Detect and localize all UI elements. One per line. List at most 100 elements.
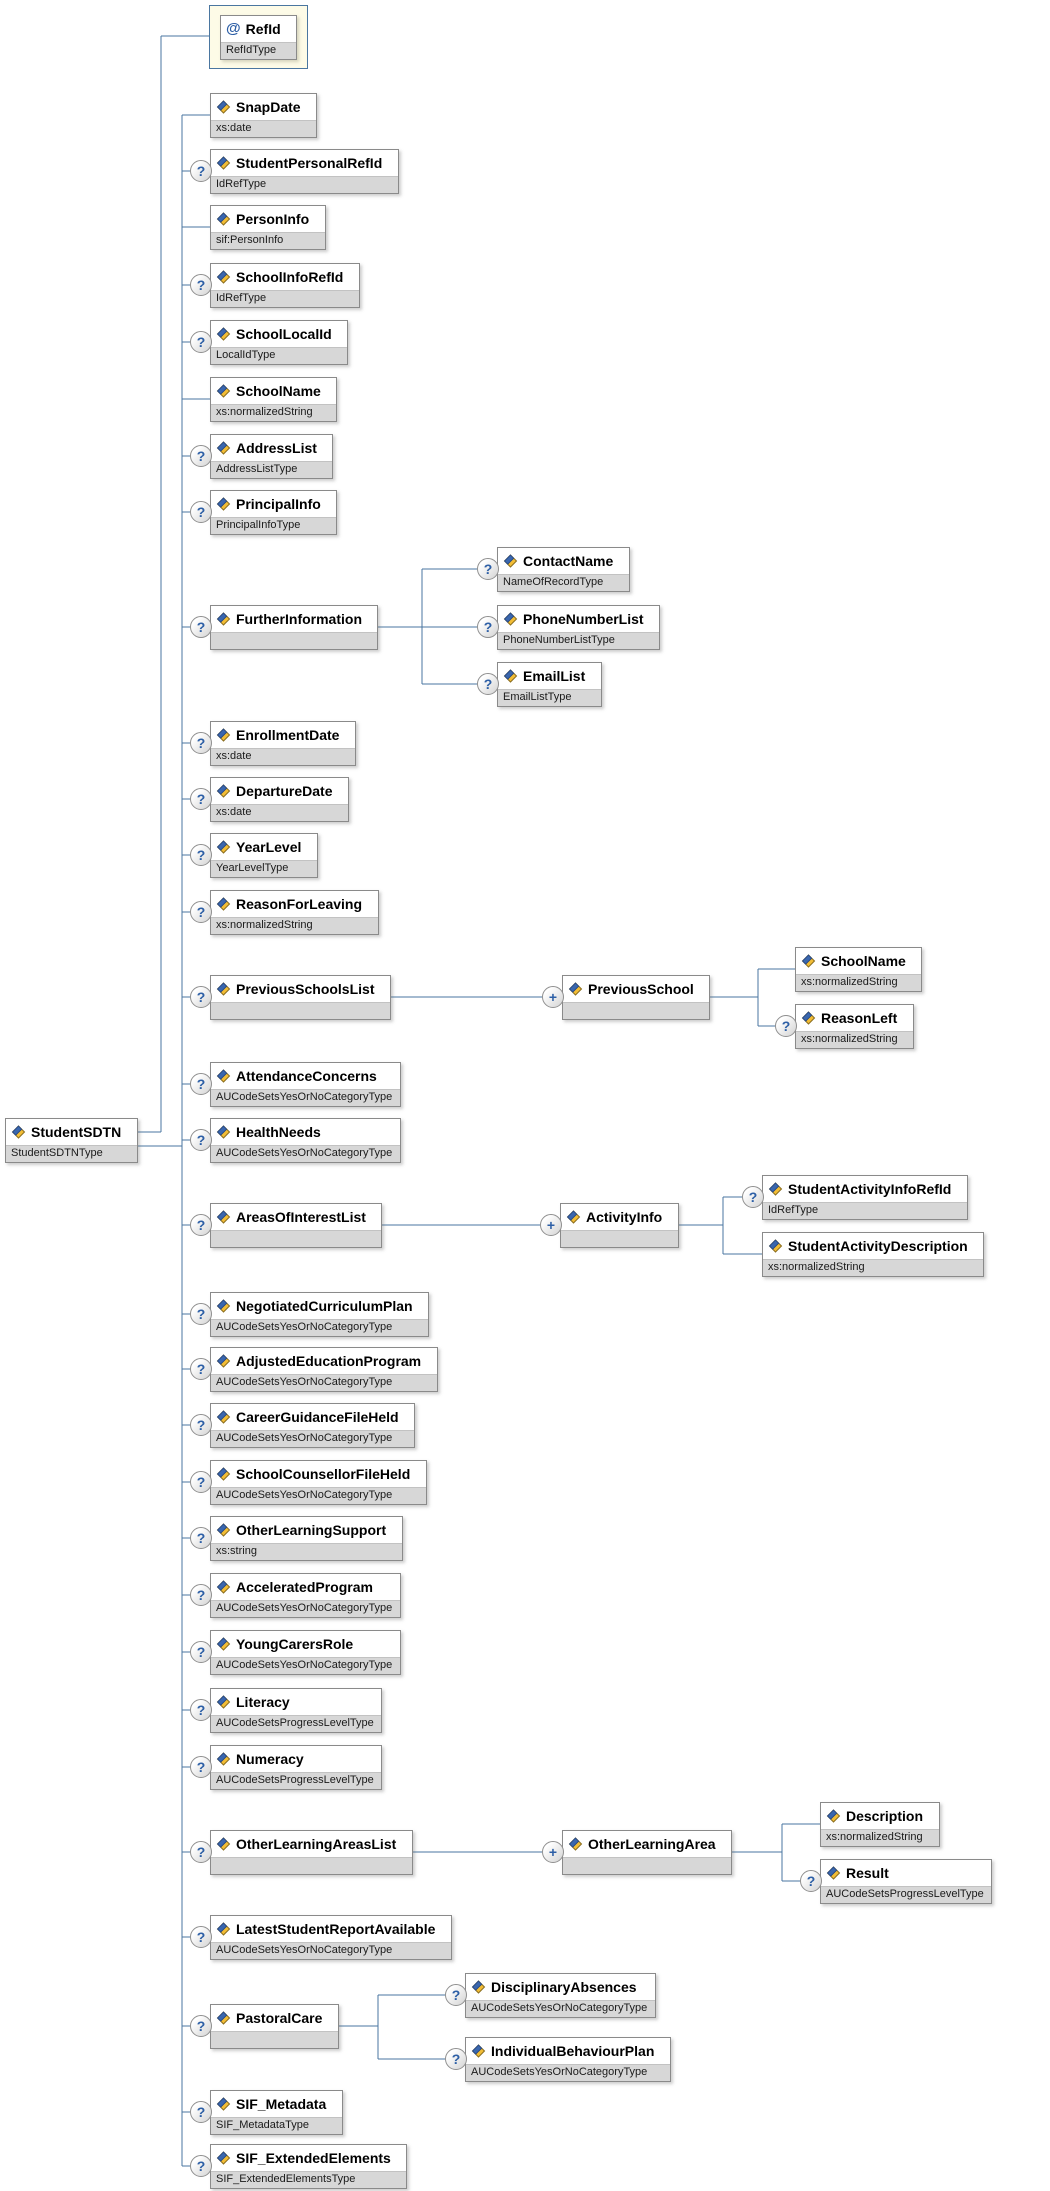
element-icon xyxy=(216,441,231,455)
node-type: PhoneNumberListType xyxy=(498,632,659,649)
node-type: AUCodeSetsYesOrNoCategoryType xyxy=(211,1942,451,1959)
node-type: IdRefType xyxy=(211,176,398,193)
optional-marker: ? xyxy=(190,788,212,810)
optional-marker: ? xyxy=(190,1471,212,1493)
node-type: xs:normalizedString xyxy=(211,404,336,421)
element-node-previousschoolslist[interactable]: PreviousSchoolsList xyxy=(210,975,391,1020)
node-name: AreasOfInterestList xyxy=(236,1209,366,1225)
node-name: Literacy xyxy=(236,1694,290,1710)
node-name: SIF_ExtendedElements xyxy=(236,2150,391,2166)
node-type: xs:date xyxy=(211,120,316,137)
element-icon xyxy=(216,612,231,626)
element-node-otherlearningareaslist[interactable]: OtherLearningAreasList xyxy=(210,1830,413,1875)
node-type: IdRefType xyxy=(211,290,359,307)
element-node-areasofinterestlist[interactable]: AreasOfInterestList xyxy=(210,1203,382,1248)
element-node-activityinfo[interactable]: ActivityInfo xyxy=(560,1203,679,1248)
optional-marker: ? xyxy=(190,501,212,523)
node-type: xs:normalizedString xyxy=(796,974,921,991)
optional-marker: ? xyxy=(190,1926,212,1948)
element-node-previousschool[interactable]: PreviousSchool xyxy=(562,975,710,1020)
element-icon xyxy=(216,1069,231,1083)
node-name: Result xyxy=(846,1865,889,1881)
element-icon xyxy=(216,982,231,996)
element-node-otherlearningarea[interactable]: OtherLearningArea xyxy=(562,1830,732,1875)
node-name: ContactName xyxy=(523,553,614,569)
node-name: AddressList xyxy=(236,440,317,456)
node-type: SIF_ExtendedElementsType xyxy=(211,2171,406,2188)
node-name: SIF_Metadata xyxy=(236,2096,327,2112)
optional-marker: ? xyxy=(742,1186,764,1208)
element-icon xyxy=(216,1695,231,1709)
node-name: IndividualBehaviourPlan xyxy=(491,2043,655,2059)
node-name: StudentPersonalRefId xyxy=(236,155,383,171)
node-type xyxy=(211,1230,381,1247)
optional-marker: ? xyxy=(190,1584,212,1606)
element-icon xyxy=(503,669,518,683)
node-type xyxy=(563,1857,731,1874)
element-icon xyxy=(568,982,583,996)
node-name: CareerGuidanceFileHeld xyxy=(236,1409,399,1425)
element-icon xyxy=(216,327,231,341)
node-name: NegotiatedCurriculumPlan xyxy=(236,1298,413,1314)
element-node-furtherinformation[interactable]: FurtherInformation xyxy=(210,605,378,650)
optional-marker: ? xyxy=(477,673,499,695)
element-icon xyxy=(216,212,231,226)
node-type: xs:string xyxy=(211,1543,402,1560)
element-node-pastoralcare[interactable]: PastoralCare xyxy=(210,2004,339,2049)
repeat-marker: + xyxy=(540,1214,562,1236)
node-type: sif:PersonInfo xyxy=(211,232,325,249)
element-icon xyxy=(826,1809,841,1823)
node-name: StudentSDTN xyxy=(31,1124,122,1140)
element-icon xyxy=(216,497,231,511)
node-type: AUCodeSetsYesOrNoCategoryType xyxy=(211,1487,426,1504)
node-name: YoungCarersRole xyxy=(236,1636,354,1652)
node-name: YearLevel xyxy=(236,839,302,855)
node-type: SIF_MetadataType xyxy=(211,2117,342,2134)
optional-marker: ? xyxy=(190,1699,212,1721)
node-name: AttendanceConcerns xyxy=(236,1068,377,1084)
node-type: xs:normalizedString xyxy=(763,1259,983,1276)
node-type: AUCodeSetsYesOrNoCategoryType xyxy=(211,1145,400,1162)
optional-marker: ? xyxy=(190,2155,212,2177)
repeat-marker: + xyxy=(542,1841,564,1863)
